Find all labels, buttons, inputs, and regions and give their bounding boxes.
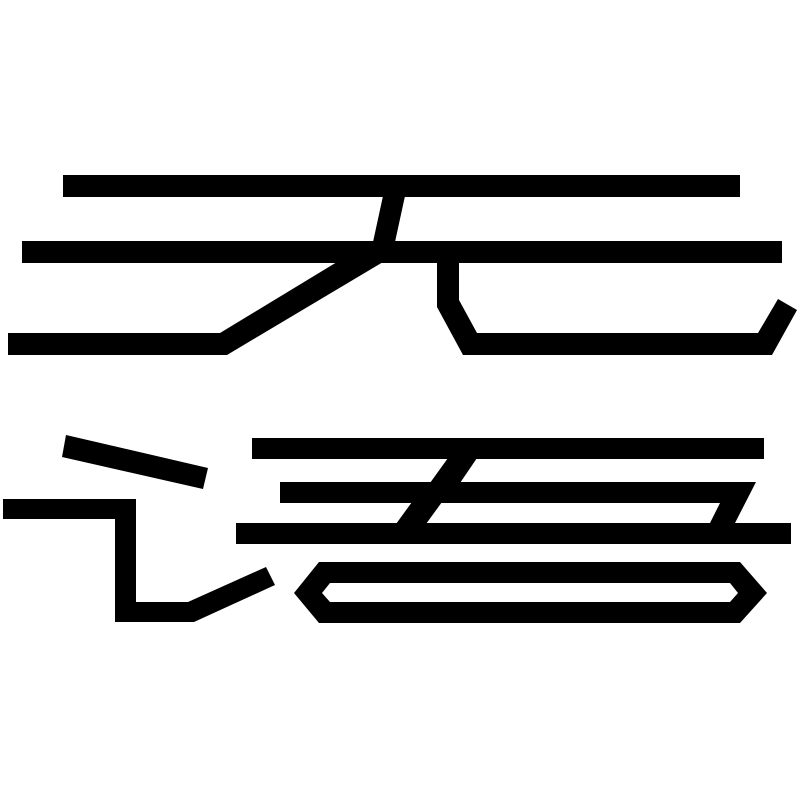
glyph-yu: [3, 435, 791, 623]
wu-middle-bar: [22, 241, 782, 263]
yu-bar-1: [252, 438, 764, 459]
yu-upper-diagonal: [430, 458, 477, 483]
yu-dot-stroke: [62, 435, 208, 489]
yu-lower-diagonal: [396, 502, 442, 524]
wu-right-hook: [437, 262, 797, 355]
wu-slant-stroke: [373, 196, 405, 242]
glyph-wu: [8, 175, 797, 355]
wu-left-sweep: [8, 262, 383, 355]
yu-bar-2: [280, 482, 756, 523]
yu-mouth-hexagon: [294, 562, 767, 623]
yu-bar-3: [236, 523, 791, 544]
wu-top-bar: [63, 175, 740, 197]
yu-speech-radical: [3, 499, 275, 622]
